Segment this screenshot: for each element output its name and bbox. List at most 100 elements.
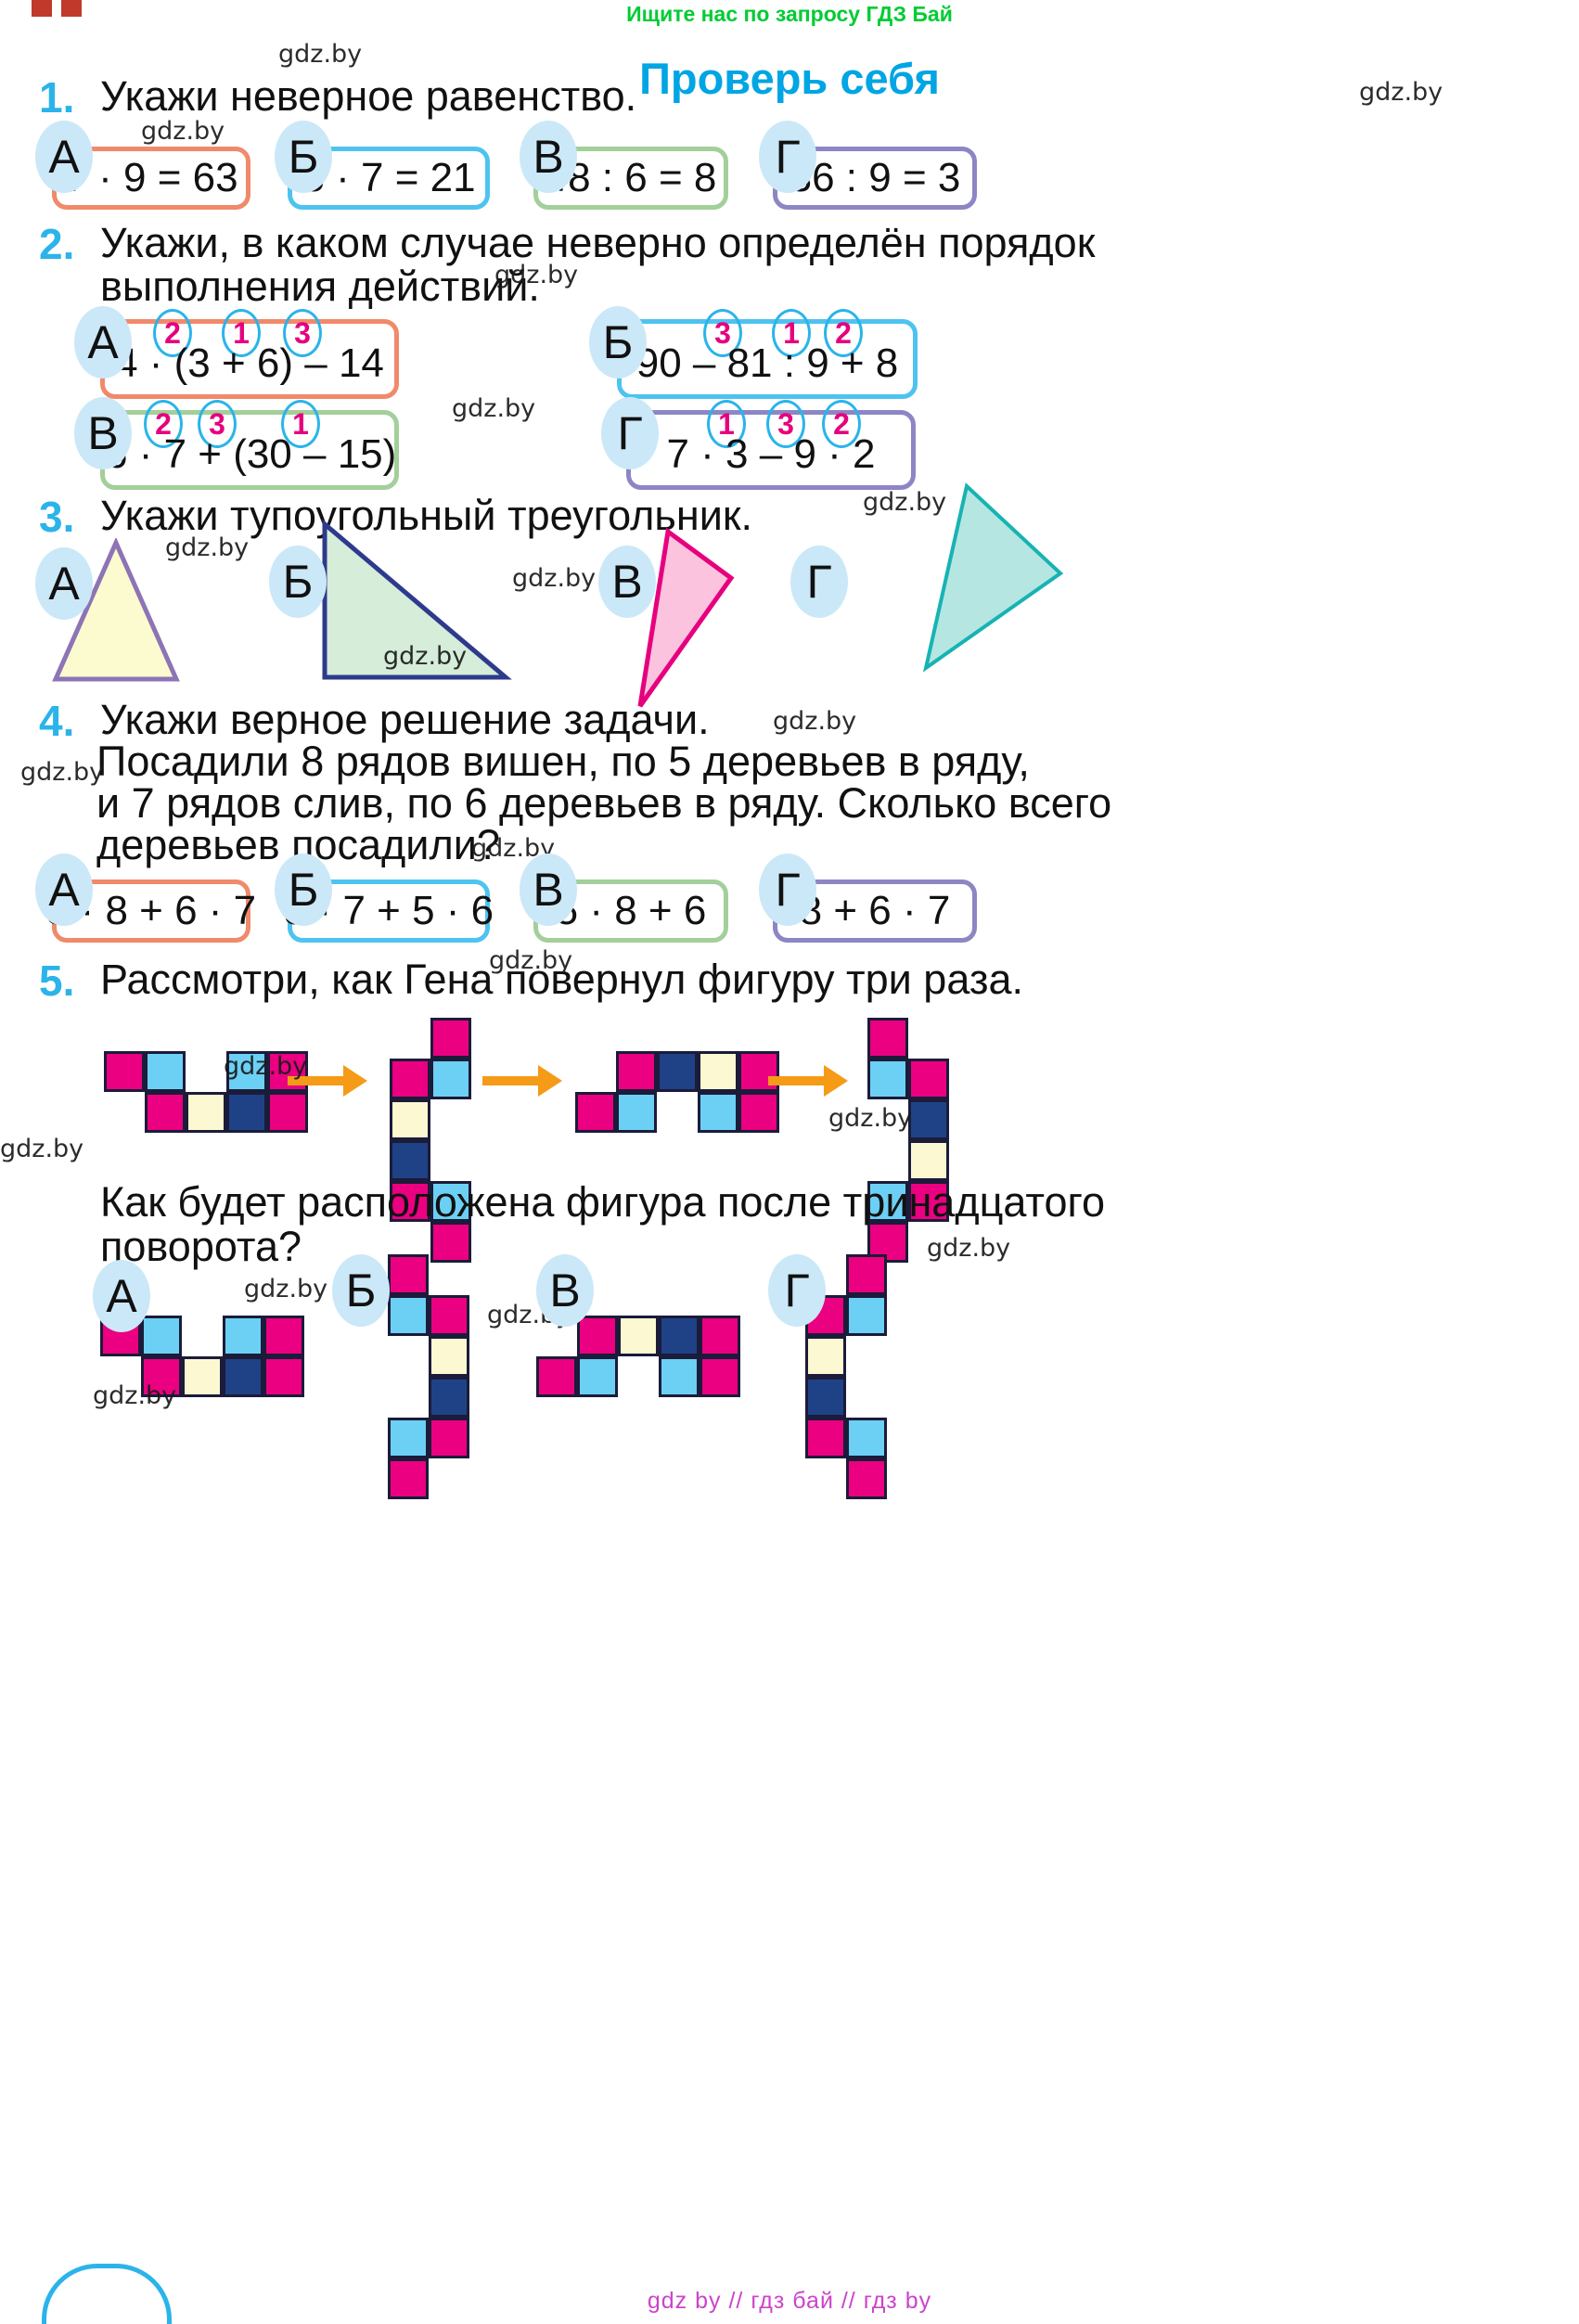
order-number-2v-2: 3	[198, 400, 237, 448]
task-3-text: Укажи тупоугольный треугольник.	[100, 492, 753, 539]
order-number-2a-3: 3	[283, 309, 322, 357]
figure-cell	[536, 1356, 577, 1397]
figure-cell	[388, 1254, 429, 1295]
figure-cell	[104, 1051, 145, 1092]
option-expr-2a: 4 · (3 + 6) – 14	[115, 340, 384, 386]
watermark-label: gdz.by	[828, 1104, 913, 1133]
option-letter-2v[interactable]: В	[74, 397, 132, 469]
option-letter-1g[interactable]: Г	[759, 121, 816, 193]
rotation-arrow-2	[482, 1065, 562, 1097]
figure-cell	[388, 1295, 429, 1336]
page-title: Проверь себя	[639, 54, 940, 103]
task-4-text-line3: и 7 рядов слив, по 6 деревьев в ряду. Ск…	[96, 779, 1112, 827]
figure-cell	[805, 1336, 846, 1377]
option-expr-2v: 6 · 7 + (30 – 15)	[105, 431, 397, 477]
figure-step-1	[104, 1051, 308, 1133]
figure-cell	[700, 1316, 740, 1356]
watermark-label: gdz.by	[512, 564, 597, 593]
option-letter-5a[interactable]: А	[93, 1260, 150, 1332]
watermark-label: gdz.by	[1359, 78, 1444, 107]
order-number-2a-2: 1	[222, 309, 261, 357]
option-box-2g[interactable]: 1 3 2 7 · 3 – 9 · 2	[626, 400, 916, 490]
answer-figure-v[interactable]	[536, 1316, 740, 1397]
option-letter-1v[interactable]: В	[520, 121, 577, 193]
figure-cell	[390, 1140, 430, 1181]
option-letter-3g[interactable]: Г	[790, 546, 848, 618]
task-4-text-line1: Укажи верное решение задачи.	[100, 696, 710, 743]
rotation-arrow-1	[288, 1065, 367, 1097]
figure-cell	[145, 1051, 186, 1092]
watermark-label: gdz.by	[863, 488, 947, 517]
rotation-arrow-3	[768, 1065, 848, 1097]
figure-cell	[388, 1458, 429, 1499]
option-box-2v[interactable]: 2 3 1 6 · 7 + (30 – 15)	[100, 400, 399, 490]
figure-cell	[908, 1140, 949, 1181]
triangle-option-v[interactable]	[631, 524, 751, 710]
option-box-2a[interactable]: 2 1 3 4 · (3 + 6) – 14	[100, 309, 399, 399]
figure-cell	[616, 1092, 657, 1133]
figure-step-4	[867, 1018, 949, 1263]
figure-cell	[226, 1051, 267, 1092]
figure-cell	[429, 1295, 469, 1336]
watermark-label: gdz.by	[773, 707, 857, 736]
option-box-2b[interactable]: 3 1 2 90 – 81 : 9 + 8	[617, 309, 918, 399]
figure-cell	[430, 1181, 471, 1222]
task-2-text-line1: Укажи, в каком случае неверно определён …	[100, 219, 1096, 266]
order-number-2v-3: 1	[281, 400, 320, 448]
figure-cell	[698, 1051, 738, 1092]
watermark-label: gdz.by	[165, 533, 250, 562]
option-letter-1a[interactable]: А	[35, 121, 93, 193]
triangle-option-g[interactable]	[826, 482, 1067, 733]
order-number-2g-2: 3	[766, 400, 805, 448]
watermark-label: gdz.by	[93, 1381, 177, 1410]
option-letter-3a[interactable]: А	[35, 547, 93, 620]
figure-cell	[698, 1092, 738, 1133]
answer-figure-a[interactable]	[100, 1316, 304, 1397]
figure-cell	[182, 1356, 223, 1397]
figure-cell	[430, 1018, 471, 1059]
option-letter-4a[interactable]: А	[35, 854, 93, 926]
watermark-label: gdz.by	[244, 1275, 328, 1303]
task-5-number: 5.	[39, 957, 75, 1005]
task-5-question-line2: поворота?	[100, 1223, 302, 1270]
answer-figure-g[interactable]	[805, 1254, 887, 1499]
triangle-option-b[interactable]	[306, 515, 520, 682]
figure-cell	[846, 1458, 887, 1499]
option-letter-5b[interactable]: Б	[332, 1254, 390, 1327]
figure-cell	[805, 1418, 846, 1458]
option-letter-4v[interactable]: В	[520, 854, 577, 926]
figure-cell	[141, 1356, 182, 1397]
watermark-label: gdz.by	[927, 1234, 1011, 1263]
task-2-number: 2.	[39, 220, 75, 268]
answer-figure-b[interactable]	[388, 1254, 469, 1499]
watermark-label: gdz.by	[278, 40, 363, 69]
figure-cell	[618, 1316, 659, 1356]
option-letter-5v[interactable]: В	[536, 1254, 594, 1327]
option-letter-1b[interactable]: Б	[275, 121, 332, 193]
option-box-1b[interactable]: 3 · 7 = 21	[288, 147, 490, 210]
figure-cell	[577, 1316, 618, 1356]
figure-cell	[805, 1377, 846, 1418]
option-letter-2a[interactable]: А	[74, 306, 132, 379]
watermark-label: gdz.by	[383, 642, 468, 671]
figure-cell	[223, 1316, 263, 1356]
option-letter-2g[interactable]: Г	[601, 397, 659, 469]
option-box-1g[interactable]: 36 : 9 = 3	[773, 147, 977, 210]
option-letter-5g[interactable]: Г	[768, 1254, 826, 1327]
watermark-label: gdz.by	[0, 1135, 84, 1163]
triangle-option-g-shape[interactable]	[816, 478, 1085, 747]
figure-cell	[429, 1336, 469, 1377]
figure-cell	[226, 1092, 267, 1133]
figure-cell	[867, 1181, 908, 1222]
option-letter-3b[interactable]: Б	[269, 546, 327, 618]
option-letter-2b[interactable]: Б	[589, 306, 647, 379]
option-letter-4b[interactable]: Б	[275, 854, 332, 926]
order-number-2b-3: 2	[824, 309, 863, 357]
corner-decoration-icon	[32, 0, 82, 17]
figure-cell	[430, 1059, 471, 1099]
option-letter-3v[interactable]: В	[598, 546, 656, 618]
figure-cell	[657, 1051, 698, 1092]
triangle-option-a[interactable]	[28, 538, 195, 687]
option-letter-4g[interactable]: Г	[759, 854, 816, 926]
